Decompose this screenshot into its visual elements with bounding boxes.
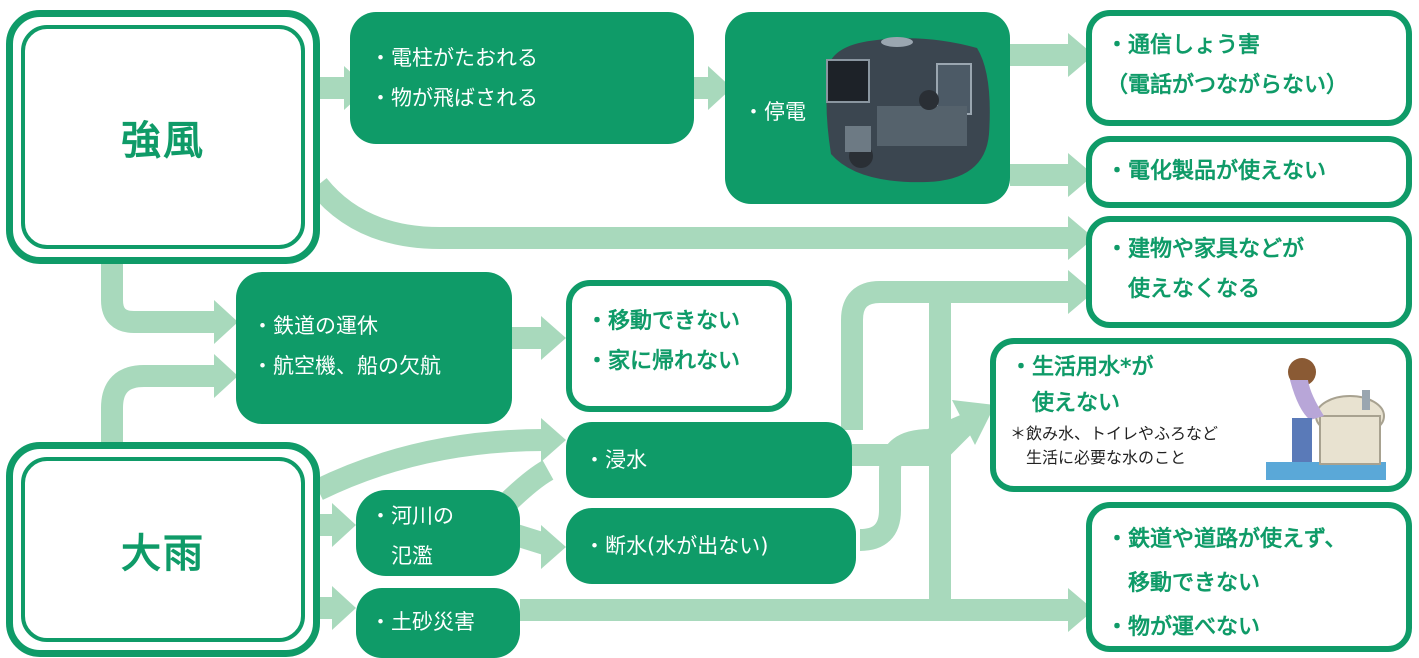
node-outage: ・停電: [725, 12, 1010, 204]
arrow-rain-rail: [101, 365, 218, 442]
arrowhead-water: [952, 400, 995, 445]
arrowhead-transport: [1068, 588, 1094, 632]
result-transport: ・鉄道や道路が使えず、 移動できない ・物が運べない: [1086, 502, 1412, 652]
arrowhead-watercut: [541, 525, 566, 569]
result-water: ・生活用水*が 使えない ＊飲み水、トイレやふろなど 生活に必要な水のこと: [990, 338, 1412, 492]
node-rail-line-2: ・航空機、船の欠航: [252, 354, 441, 378]
result-move: ・移動できない ・家に帰れない: [566, 280, 792, 412]
source-rain-label: 大雨: [121, 530, 205, 577]
arrow-watercut-water: [859, 414, 970, 551]
result-water-note-2: 生活に必要な水のこと: [1010, 448, 1187, 467]
result-appliance: ・電化製品が使えない: [1086, 136, 1412, 208]
node-watercut-label: ・断水(水が出ない): [584, 534, 769, 558]
result-transport-line-1: ・鉄道や道路が使えず、: [1106, 527, 1347, 552]
arrowhead-landslide: [332, 586, 356, 630]
node-pole: ・電柱がたおれる ・物が飛ばされる: [350, 12, 694, 144]
source-wind-inner: 強風: [21, 25, 305, 249]
arrowhead-building: [1068, 216, 1094, 260]
arrowhead-rail-1: [214, 300, 238, 344]
result-comm: ・通信しょう害 （電話がつながらない）: [1086, 10, 1412, 126]
node-river: ・河川の 氾濫: [356, 490, 520, 576]
arrowhead-rail-2: [214, 354, 238, 398]
result-water-note-1: ＊飲み水、トイレやふろなど: [1010, 424, 1219, 443]
arrowhead-move: [541, 316, 566, 360]
arrowhead-comm: [1068, 33, 1094, 77]
arrowhead-appliance: [1068, 153, 1094, 197]
arrowhead-river: [332, 503, 356, 547]
result-appliance-label: ・電化製品が使えない: [1106, 159, 1327, 184]
result-move-line-2: ・家に帰れない: [586, 349, 741, 374]
node-river-line-2: 氾濫: [370, 544, 433, 568]
dark-room-illustration: [826, 37, 990, 183]
arrowhead-outage: [708, 66, 732, 110]
node-rail: ・鉄道の運休 ・航空機、船の欠航: [236, 272, 512, 424]
arrow-rain-flood: [313, 429, 546, 500]
arrowhead-building-2: [1068, 270, 1094, 314]
result-building-line-2: 使えなくなる: [1106, 277, 1261, 302]
node-pole-line-2: ・物が飛ばされる: [370, 86, 538, 110]
result-building: ・建物や家具などが 使えなくなる: [1086, 216, 1412, 328]
arrow-wind-building: [309, 177, 1072, 249]
result-transport-line-2: 移動できない: [1106, 571, 1261, 596]
source-wind: 強風: [6, 10, 320, 264]
result-transport-line-3: ・物が運べない: [1106, 615, 1261, 640]
result-comm-line-2: （電話がつながらない）: [1106, 73, 1349, 98]
result-water-line-2: 使えない: [1010, 391, 1121, 416]
node-flood-label: ・浸水: [584, 448, 647, 472]
node-landslide: ・土砂災害: [356, 588, 520, 658]
source-rain-inner: 大雨: [21, 457, 305, 642]
node-outage-label: ・停電: [743, 100, 806, 124]
source-wind-label: 強風: [121, 118, 205, 164]
result-water-line-1: ・生活用水*が: [1010, 355, 1154, 380]
node-flood: ・浸水: [566, 422, 852, 498]
node-watercut: ・断水(水が出ない): [566, 508, 856, 584]
arrow-flood-building: [841, 281, 1072, 430]
node-river-line-1: ・河川の: [370, 504, 454, 528]
result-comm-line-1: ・通信しょう害: [1106, 33, 1261, 58]
result-move-line-1: ・移動できない: [586, 309, 741, 334]
node-pole-line-1: ・電柱がたおれる: [370, 46, 538, 70]
source-rain: 大雨: [6, 442, 320, 657]
node-rail-line-1: ・鉄道の運休: [252, 314, 378, 338]
node-landslide-label: ・土砂災害: [370, 610, 475, 634]
arrowhead-flood: [541, 418, 566, 462]
result-building-line-1: ・建物や家具などが: [1106, 237, 1305, 262]
arrow-wind-rail: [101, 262, 218, 333]
girl-washing-face-illustration: [1266, 358, 1386, 480]
